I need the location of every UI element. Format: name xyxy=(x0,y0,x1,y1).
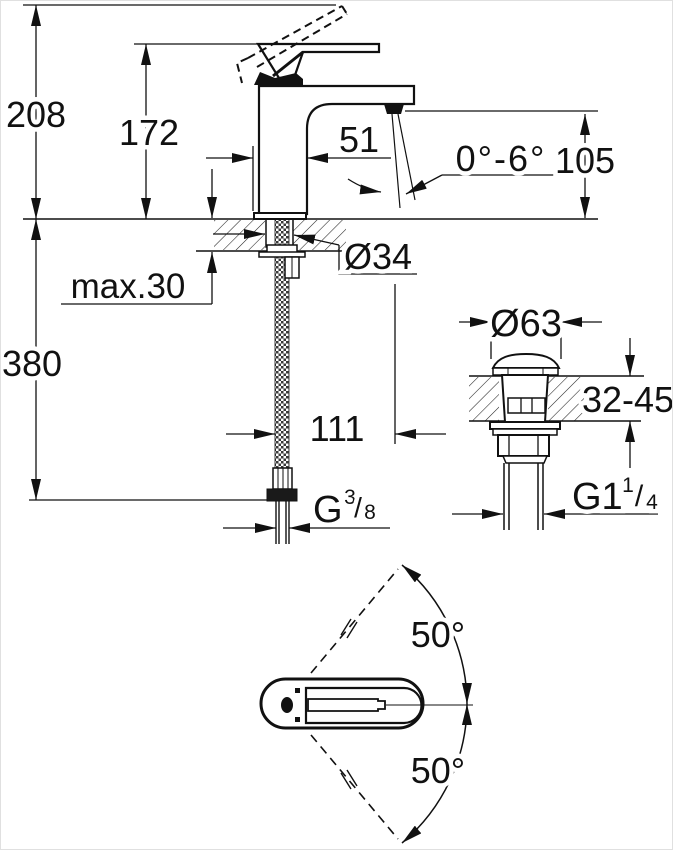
overflow-slot xyxy=(507,397,546,414)
handle-slot xyxy=(307,698,386,712)
label-hole-diameter: Ø34 xyxy=(344,236,412,277)
label-waste-thread-sub: 4 xyxy=(646,491,658,514)
faucet-base-plate xyxy=(253,212,307,220)
dimension-labels: 208 172 380 max.30 51 0°-6° 105 Ø34 111 … xyxy=(1,90,673,796)
label-handle-height: 172 xyxy=(119,112,179,153)
water-stream-lines xyxy=(391,113,416,209)
label-spout-angle: 0°-6° xyxy=(456,138,547,179)
handle-top-view xyxy=(259,564,473,844)
waste-cap-rim xyxy=(492,367,559,376)
label-below-deck-height: 380 xyxy=(2,343,62,384)
basin-hatch-right xyxy=(548,377,584,421)
ext-lines-63 xyxy=(490,329,562,359)
label-body-width: 51 xyxy=(339,119,379,160)
label-waste-deck-range: 32-45 xyxy=(582,379,673,420)
label-supply-thread-main: G xyxy=(313,489,343,531)
dimension-arrows xyxy=(31,5,658,533)
thread-labels: G 3 / 8 G1 1 / 4 xyxy=(309,470,663,536)
mounting-washer xyxy=(258,251,306,258)
label-deck-thickness-max: max.30 xyxy=(71,267,186,306)
waste-collar xyxy=(501,455,549,464)
leader-angle-arrow xyxy=(405,174,443,195)
faucet-side-view xyxy=(235,5,416,544)
waste-tailpipe xyxy=(503,463,544,530)
label-overall-height: 208 xyxy=(6,94,66,135)
break-ticks xyxy=(340,618,358,790)
label-outlet-height: 105 xyxy=(555,140,615,181)
label-swing-angle-upper: 50° xyxy=(411,614,465,655)
swing-limit-upper-dashed xyxy=(310,568,399,674)
handle-pivot-mark xyxy=(281,697,293,713)
label-waste-thread-main: G1 xyxy=(572,476,623,518)
swing-arc-upper xyxy=(401,564,472,705)
label-supply-thread-sup: 3 xyxy=(344,486,356,509)
label-waste-cap-diameter: Ø63 xyxy=(490,303,562,345)
deck-hatch-right xyxy=(293,220,346,250)
overflow-slot-bars xyxy=(520,398,533,413)
waste-cap-dome xyxy=(491,352,561,369)
label-spout-reach: 111 xyxy=(310,408,365,449)
handle-dot-top xyxy=(295,688,300,693)
label-supply-thread-slash: / xyxy=(354,492,362,523)
reference-lines xyxy=(23,4,598,501)
swing-limit-lower-dashed xyxy=(310,734,399,840)
label-swing-angle-lower: 50° xyxy=(411,750,465,791)
dim-hole-right xyxy=(293,234,340,246)
waste-locknut-facets xyxy=(508,435,539,456)
handle-dot-bottom xyxy=(295,717,300,722)
faucet-body xyxy=(257,84,416,216)
tilt-arc-arrow xyxy=(347,178,382,195)
lever-raised-dashed xyxy=(235,5,348,84)
hose-fitting-nut xyxy=(266,488,298,502)
swing-arc-lower xyxy=(401,703,472,844)
pop-up-waste-valve xyxy=(469,352,644,530)
supply-pipe xyxy=(275,501,290,544)
label-waste-thread-sup: 1 xyxy=(622,474,634,497)
waste-locknut xyxy=(497,434,550,457)
fitting-thread-lines xyxy=(277,468,289,489)
leader-hole-dia xyxy=(338,245,417,275)
label-supply-thread-sub: 8 xyxy=(364,501,376,524)
aerator xyxy=(384,104,404,114)
handle-edge-line xyxy=(272,50,304,78)
label-waste-thread-slash: / xyxy=(635,480,644,513)
handle-base-shadow xyxy=(254,72,303,85)
waste-cap-rim-lines xyxy=(507,368,544,375)
deck-hatch-left xyxy=(214,220,265,250)
counter-section xyxy=(23,218,598,252)
basin-hatch-left xyxy=(469,377,499,421)
waste-flange xyxy=(489,421,561,430)
